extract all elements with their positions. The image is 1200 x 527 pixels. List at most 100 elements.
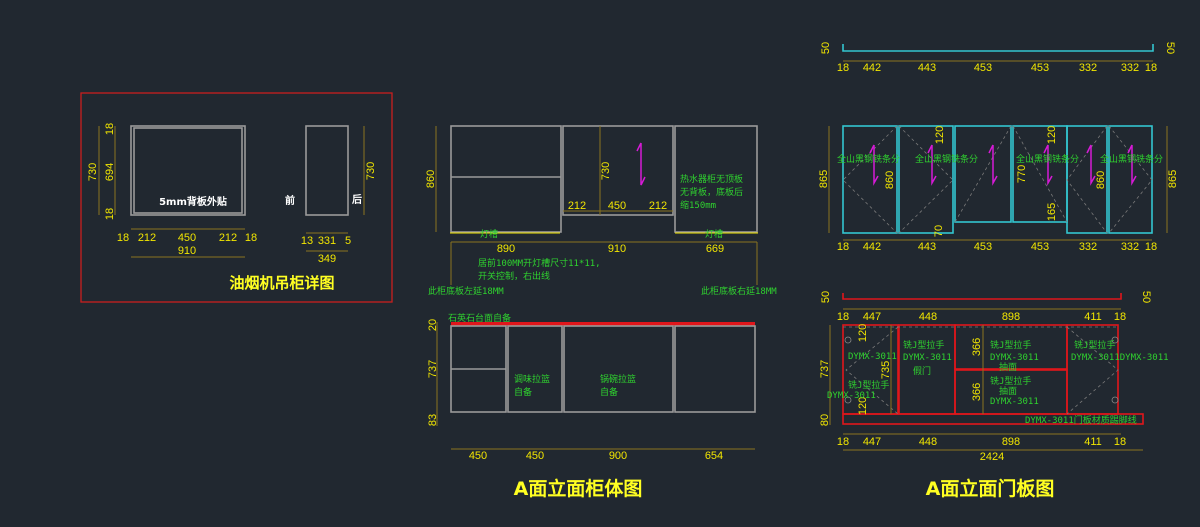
dim-w-910: 910 — [178, 245, 196, 257]
door-u6 — [1108, 125, 1153, 234]
lower-cab-2 — [507, 325, 563, 413]
model-l5: DYMX-3011DYMX-3011 — [1071, 353, 1169, 363]
handle-label-4: 全山黑钢铣条分 — [1100, 153, 1163, 165]
dim-u-w5: 332 — [1079, 241, 1097, 253]
light-slot-left: 灯槽 — [480, 228, 498, 240]
dim-u-w2: 443 — [918, 241, 936, 253]
lower-strip — [842, 293, 1122, 300]
dim-lt-w0: 18 — [837, 311, 849, 323]
dim-l-737: 737 — [819, 360, 831, 378]
dim-top-w2: 443 — [918, 62, 936, 74]
dim-lt-w1: 447 — [863, 311, 881, 323]
dim-lt-w4: 411 — [1084, 311, 1102, 323]
dim-737: 737 — [427, 360, 439, 378]
dim-side-13: 13 — [301, 235, 313, 247]
dim-top-w5: 332 — [1079, 62, 1097, 74]
hood-cabinet — [562, 125, 674, 216]
dim-120b: 120 — [1046, 126, 1058, 144]
handle-drawer2: 铣J型拉手 — [990, 375, 1031, 387]
cabinet-body-lower: 石英石台面自备 20 737 83 调味拉篮 自备 锅碗拉篮 自备 450 45… — [427, 312, 756, 462]
door-u2 — [898, 125, 954, 234]
cabinet-body-upper: 860 730 212 450 212 灯槽 灯槽 热水器柜无顶板 无背板，底板… — [425, 125, 777, 297]
detail-frame — [80, 92, 393, 303]
door-l5 — [1066, 324, 1119, 415]
dim-910: 910 — [608, 243, 626, 255]
handle-l5: 铣J型拉手 — [1074, 339, 1115, 351]
dim-50-right: 50 — [1164, 42, 1176, 54]
hood-side-box — [305, 125, 349, 216]
back-label: 后 — [352, 193, 362, 206]
right-extend-note: 此柜底板右延18MM — [701, 285, 777, 297]
dim-lw3: 898 — [1002, 436, 1020, 448]
dim-83: 83 — [427, 414, 439, 426]
model-l1-top: DYMX-3011 — [848, 352, 897, 362]
dim-lt-w3: 898 — [1002, 311, 1020, 323]
handle-label-1: 全山黑钢铣条分 — [837, 153, 900, 165]
dim-l-120a: 120 — [857, 324, 869, 342]
handle-label-3: 全山黑钢铣条分 — [1016, 153, 1079, 165]
dim-654: 654 — [705, 450, 723, 462]
dim-450a: 450 — [469, 450, 487, 462]
dim-890: 890 — [497, 243, 515, 255]
basket2-line2: 自备 — [600, 386, 618, 398]
dim-l-80: 80 — [819, 414, 831, 426]
dim-l-735: 735 — [880, 361, 892, 379]
dim-l-120b: 120 — [857, 397, 869, 415]
handle-l1: 铣J型拉手 — [848, 379, 889, 391]
dim-865-right: 865 — [1167, 170, 1179, 188]
drawer1-label: 抽面 — [999, 361, 1017, 373]
dim-top-w7: 18 — [1145, 62, 1157, 74]
dim-l-50-right: 50 — [1140, 291, 1152, 303]
hood-front-box — [130, 125, 246, 216]
dim-top-w0: 18 — [837, 62, 849, 74]
door-u1 — [842, 125, 898, 234]
dim-900: 900 — [609, 450, 627, 462]
dim-u-w7: 18 — [1145, 241, 1157, 253]
dim-l-366a: 366 — [971, 338, 983, 356]
door-u3 — [954, 125, 1012, 223]
door-upper: 全山黑钢铣条分 全山黑钢铣条分 全山黑钢铣条分 全山黑钢铣条分 865 865 … — [818, 125, 1179, 253]
dim-770: 770 — [1016, 165, 1028, 183]
dim-w-212b: 212 — [219, 232, 237, 244]
dim-730: 730 — [87, 163, 99, 181]
dim-l-50-left: 50 — [820, 291, 832, 303]
dim-u-w6: 332 — [1121, 241, 1139, 253]
lower-cab-4 — [674, 325, 756, 413]
kick-note: DYMX-3011门板材质踢脚线 — [1025, 414, 1137, 426]
dim-lw2: 448 — [919, 436, 937, 448]
dim-20: 20 — [427, 319, 439, 331]
dim-730-mid: 730 — [600, 162, 612, 180]
dim-lw1: 447 — [863, 436, 881, 448]
light-note-2: 开关控制，右出线 — [478, 270, 550, 282]
hood-detail-title: 油烟机吊柜详图 — [229, 274, 334, 292]
lower-cab-3 — [563, 325, 674, 413]
model-drawer1: DYMX-3011 — [990, 353, 1039, 363]
handle-l2: 铣J型拉手 — [903, 339, 944, 351]
kickboard — [842, 413, 1144, 425]
dim-50-left: 50 — [820, 42, 832, 54]
model-drawer2: DYMX-3011 — [990, 397, 1039, 407]
basket1-line1: 调味拉篮 — [514, 373, 550, 385]
dim-669: 669 — [706, 243, 724, 255]
countertop — [451, 322, 755, 326]
dim-165: 165 — [1046, 203, 1058, 221]
dim-side-331: 331 — [318, 235, 336, 247]
dim-860b: 860 — [1095, 171, 1107, 189]
top-strip — [842, 44, 1154, 52]
heater-cabinet — [674, 125, 758, 233]
dim-w-18a: 18 — [117, 232, 129, 244]
dim-lw4: 411 — [1084, 436, 1102, 448]
dim-450b: 450 — [526, 450, 544, 462]
dim-w-18b: 18 — [245, 232, 257, 244]
dim-u-w0: 18 — [837, 241, 849, 253]
dim-860a: 860 — [884, 171, 896, 189]
fake-door-label: 假门 — [913, 365, 931, 377]
hood-front-view: 730 694 18 18 5mm背板外贴 18 212 450 212 18 … — [87, 123, 257, 258]
heater-note-2: 无背板，底板后 — [680, 186, 743, 198]
hood-front-inner — [133, 127, 243, 214]
dim-u-w3: 453 — [974, 241, 992, 253]
back-panel-label: 5mm背板外贴 — [159, 195, 227, 208]
cabinet-body-title: A面立面柜体图 — [514, 477, 643, 500]
dim-lt-w5: 18 — [1114, 311, 1126, 323]
